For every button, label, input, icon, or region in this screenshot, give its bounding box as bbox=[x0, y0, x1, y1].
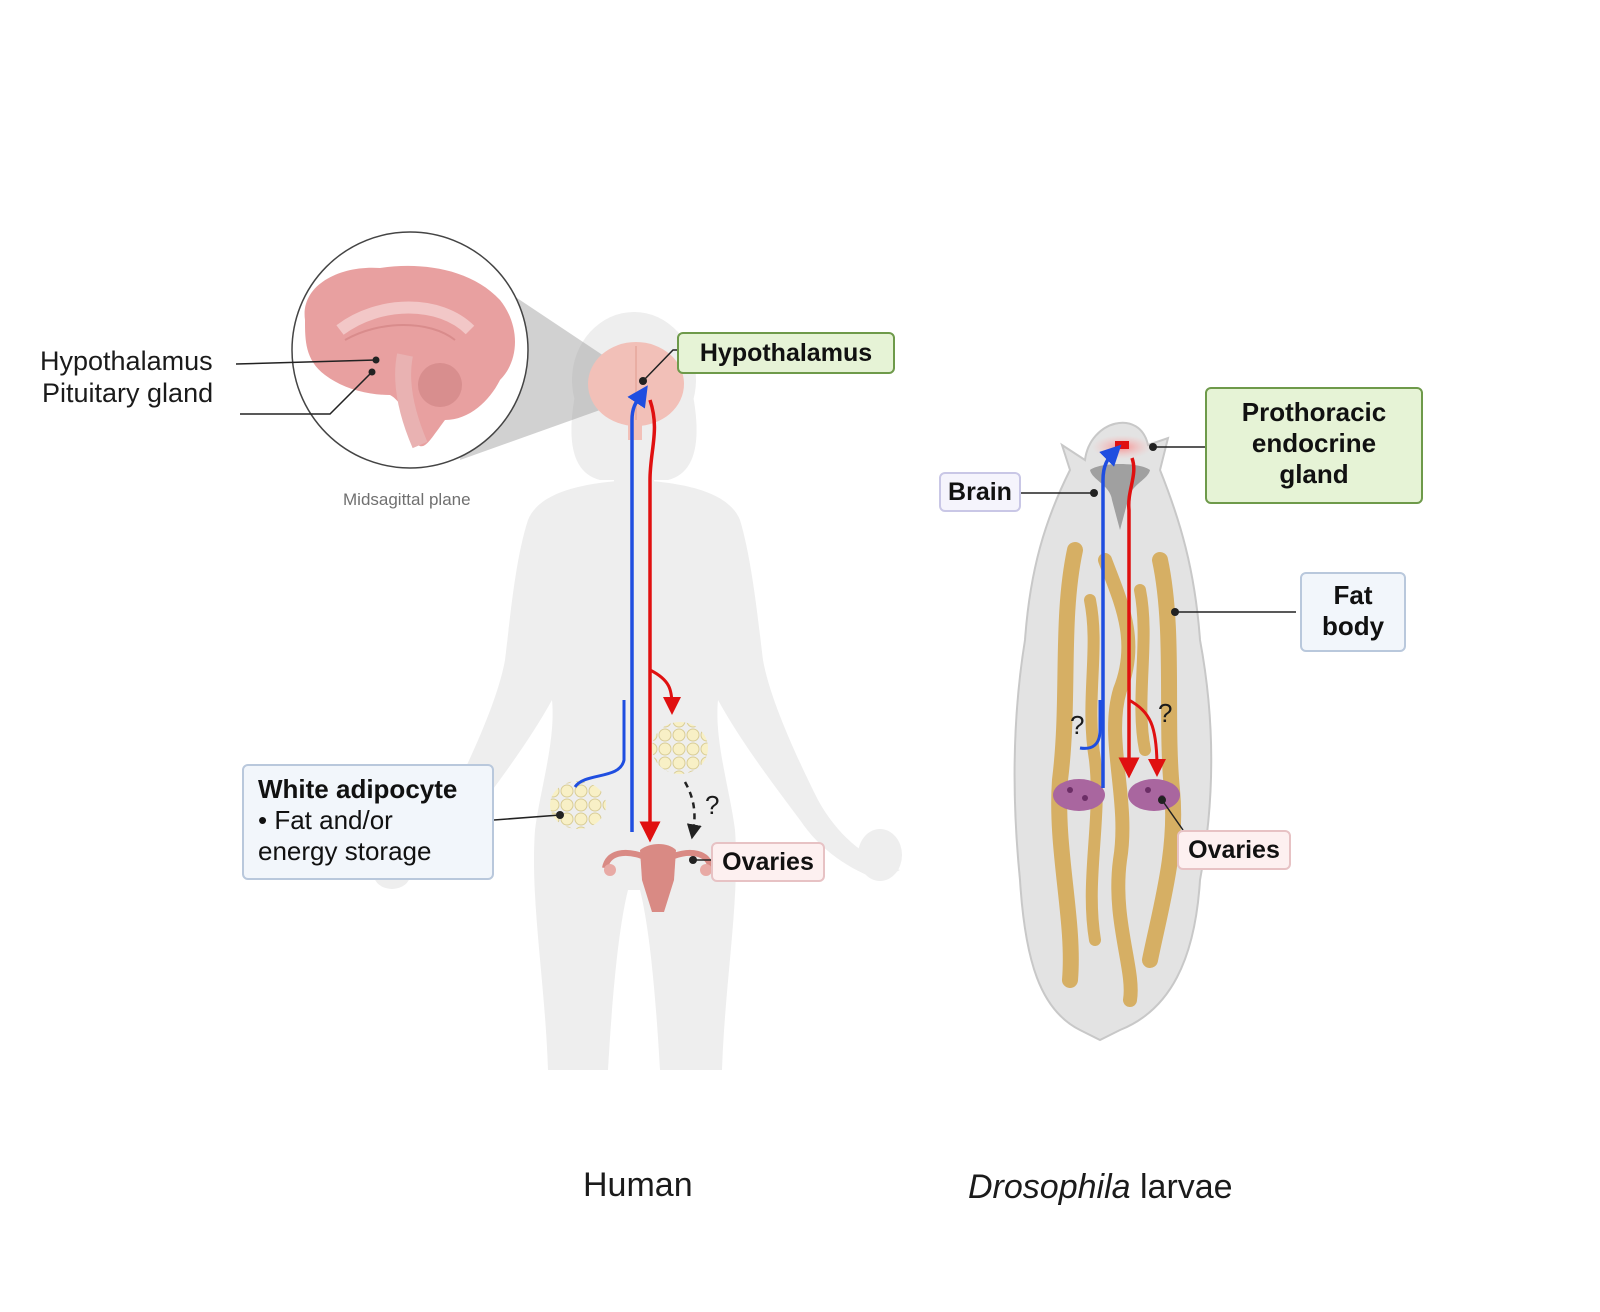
label-ovaries-larva: Ovaries bbox=[1177, 830, 1291, 870]
hypothalamus-leader bbox=[642, 349, 678, 382]
fat-line-1: Fat bbox=[1333, 580, 1373, 610]
label-ovaries-human-text: Ovaries bbox=[722, 848, 814, 876]
larva-brain-icon bbox=[1090, 464, 1150, 530]
label-brain: Brain bbox=[939, 472, 1021, 512]
hpg-branch-to-fat bbox=[648, 660, 681, 715]
caption-human: Human bbox=[583, 1166, 693, 1204]
fat-to-ovaries-dashed bbox=[683, 781, 702, 840]
larva-signal-down bbox=[1118, 457, 1140, 779]
larva-fat-to-axis bbox=[1079, 700, 1102, 750]
adipocyte-to-axis-arrow bbox=[573, 700, 626, 789]
inset-pituitary-leader bbox=[240, 371, 373, 415]
larva-ovaries-icon bbox=[1053, 779, 1180, 811]
adipocyte-line-2: energy storage bbox=[258, 836, 432, 867]
adipocyte-line-1: • Fat and/or bbox=[258, 805, 393, 836]
label-ovaries-larva-text: Ovaries bbox=[1188, 836, 1280, 864]
caption-drosophila: Drosophila larvae bbox=[968, 1168, 1233, 1207]
larva-question-right: ? bbox=[1158, 698, 1173, 728]
caption-drosophila-rest: larvae bbox=[1130, 1168, 1233, 1206]
caption-drosophila-genus: Drosophila bbox=[968, 1168, 1131, 1206]
adipocyte-cluster-left bbox=[550, 781, 606, 829]
label-hypothalamus: Hypothalamus bbox=[677, 332, 895, 374]
inset-label-hypothalamus: Hypothalamus bbox=[40, 346, 213, 376]
label-white-adipocyte: White adipocyte • Fat and/or energy stor… bbox=[242, 764, 494, 880]
pg-line-3: gland bbox=[1279, 459, 1349, 490]
inset-plane-caption: Midsagittal plane bbox=[343, 490, 471, 509]
brain-inset bbox=[291, 231, 529, 469]
label-prothoracic-gland: Prothoracic endocrine gland bbox=[1205, 387, 1423, 504]
fat-line-2: body bbox=[1321, 611, 1385, 642]
human-question-mark: ? bbox=[705, 790, 720, 820]
inset-label-pituitary: Pituitary gland bbox=[42, 378, 214, 408]
ring-gland-icon bbox=[1115, 441, 1129, 449]
pg-line-2: endocrine bbox=[1251, 428, 1377, 459]
hpg-arrow-down bbox=[639, 399, 661, 843]
label-ovaries-human: Ovaries bbox=[711, 842, 825, 882]
pg-line-1: Prothoracic bbox=[1241, 397, 1387, 427]
adipocyte-leader bbox=[493, 814, 561, 821]
label-fat-body: Fat body bbox=[1300, 572, 1406, 652]
larva-question-left: ? bbox=[1070, 710, 1085, 740]
larva-signal-up bbox=[1099, 444, 1122, 788]
adipocyte-cluster-right bbox=[652, 722, 708, 774]
larva-branch-down bbox=[1128, 698, 1166, 777]
larva-ovaries-leader bbox=[1161, 799, 1184, 831]
uterus-ovaries-icon bbox=[602, 844, 714, 912]
label-hypothalamus-text: Hypothalamus bbox=[699, 339, 873, 367]
inset-hypothalamus-leader bbox=[235, 359, 377, 365]
leptin-arrow-up bbox=[627, 385, 648, 832]
adipocyte-title: White adipocyte bbox=[258, 774, 458, 804]
label-brain-text: Brain bbox=[948, 478, 1012, 506]
